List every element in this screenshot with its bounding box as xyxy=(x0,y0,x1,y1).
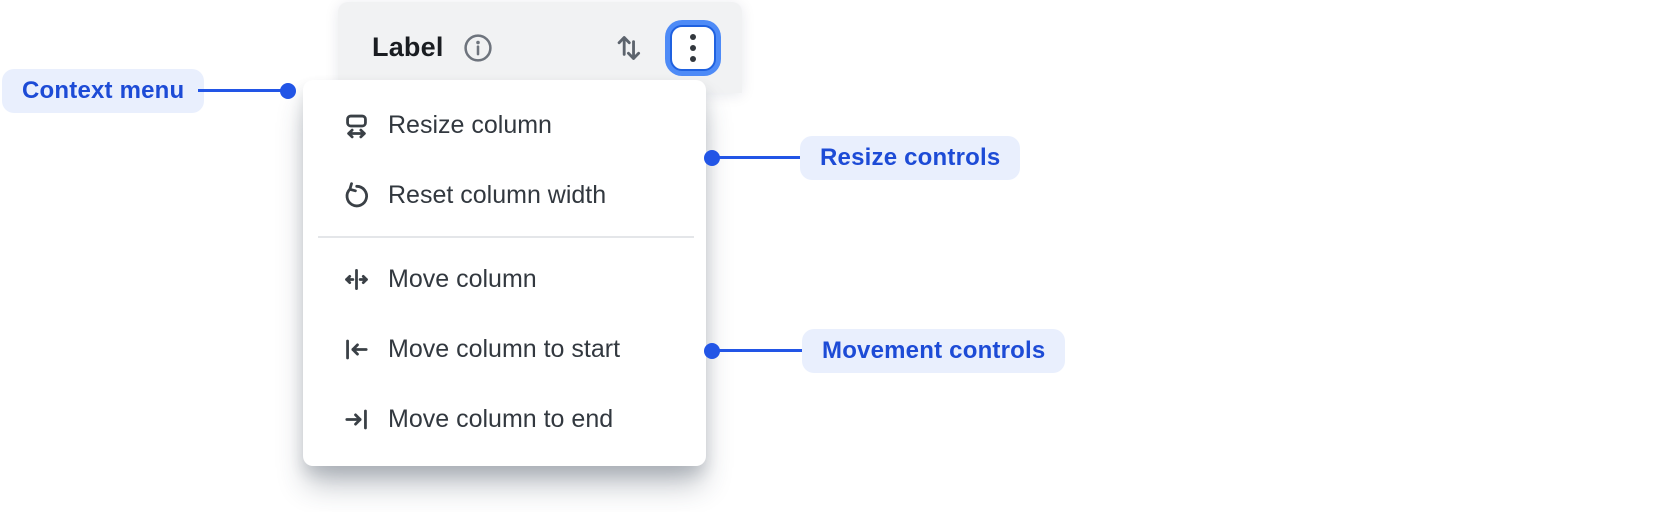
table-column-header: Label xyxy=(338,2,742,93)
connector-line-resize-controls xyxy=(716,156,800,159)
annotation-label: Context menu xyxy=(22,77,185,104)
menu-item-move-column-to-start[interactable]: Move column to start xyxy=(303,314,706,384)
connector-line-context-menu xyxy=(198,89,284,92)
connector-dot-resize-controls xyxy=(704,150,720,166)
annotation-movement-controls: Movement controls xyxy=(802,329,1066,373)
annotation-context-menu: Context menu xyxy=(2,69,205,113)
move-to-end-icon xyxy=(345,409,367,429)
menu-item-label: Resize column xyxy=(388,110,552,139)
column-title: Label xyxy=(372,32,444,62)
menu-item-label: Move column to end xyxy=(388,404,614,433)
menu-dot xyxy=(690,33,696,40)
connector-dot-context-menu xyxy=(280,83,296,99)
menu-item-move-column-to-end[interactable]: Move column to end xyxy=(303,384,706,454)
menu-item-label: Move column to start xyxy=(388,334,621,363)
resize-horizontal-icon xyxy=(346,114,367,138)
menu-item-move-column[interactable]: Move column xyxy=(303,244,706,314)
menu-item-label: Move column xyxy=(388,264,537,293)
info-icon[interactable] xyxy=(462,32,494,64)
column-context-menu: Resize column Reset column width Move co… xyxy=(303,80,706,466)
annotation-label: Resize controls xyxy=(820,144,1001,171)
menu-item-label: Reset column width xyxy=(388,180,607,209)
sort-vertical-icon[interactable] xyxy=(612,31,646,65)
menu-item-reset-column-width[interactable]: Reset column width xyxy=(303,160,706,230)
undo-reset-icon xyxy=(345,181,368,207)
connector-dot-movement-controls xyxy=(704,343,720,359)
move-to-start-icon xyxy=(346,339,368,359)
menu-item-resize-column[interactable]: Resize column xyxy=(303,90,706,160)
annotation-label: Movement controls xyxy=(822,337,1046,364)
connector-line-movement-controls xyxy=(716,349,802,352)
menu-dot xyxy=(690,55,696,62)
menu-divider xyxy=(318,236,694,238)
annotation-resize-controls: Resize controls xyxy=(800,136,1021,180)
more-vertical-icon[interactable] xyxy=(670,24,716,71)
menu-dot xyxy=(690,44,696,51)
move-column-icon xyxy=(345,268,368,290)
